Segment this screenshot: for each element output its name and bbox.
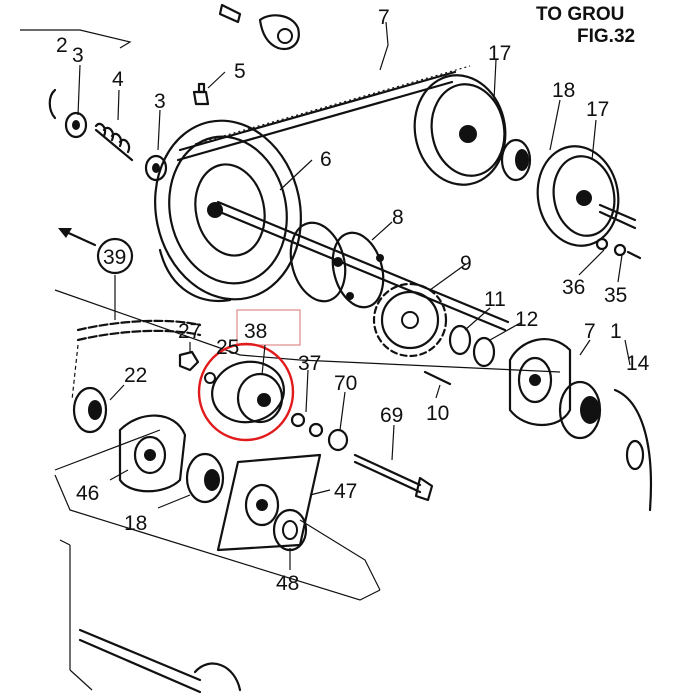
callout-8: 8 [392,206,404,229]
part-17-pulley-left [413,74,507,186]
part-3-washer [64,111,88,139]
part-46-flange [118,414,187,493]
part-18b-bearing [185,452,225,504]
part-6-pulley [154,119,302,302]
frame-lines [20,29,561,691]
callout-14: 14 [626,352,650,375]
part-shaft-top [218,3,300,51]
callout-3a: 3 [72,44,84,67]
callout-22: 22 [124,364,147,387]
callout-5: 5 [234,60,246,83]
callout-7a: 7 [378,6,390,29]
part-38-idler [204,360,285,424]
callout-12: 12 [515,308,538,331]
callout-4: 4 [112,68,124,91]
part-17-pulley-right [536,145,637,247]
header-line2: FIG.32 [577,26,635,47]
bottom-shaft [78,628,242,694]
callout-36: 36 [562,276,585,299]
callout-1: 1 [610,320,622,343]
part-11-washer [448,324,472,356]
part-39-chain [71,275,202,401]
callout-9: 9 [460,252,472,275]
part-10-pin [423,370,452,386]
callout-27: 27 [178,320,201,343]
callout-3b: 3 [154,90,166,113]
callout-25: 25 [216,336,239,359]
part-5-grease-fitting [192,82,210,106]
callout-46: 46 [76,482,99,505]
callout-6: 6 [320,148,332,171]
callout-17a: 17 [488,42,511,65]
leader-lines [77,21,631,570]
callout-39: 39 [103,246,126,269]
part-18-bearing [500,138,532,182]
part-12-washer [472,336,496,368]
part-39-arrow [58,228,97,247]
highlight-box [236,309,301,346]
part-2-washer [48,88,57,120]
part-9-sprocket [372,282,448,358]
callout-47: 47 [334,480,357,503]
part-7-1-flange-bearing [508,338,572,427]
part-14-bearing [558,380,602,440]
part-22-bearing [72,386,108,434]
part-8-coupling [289,221,385,309]
part-48-washer [272,508,308,552]
part-37-spacer [290,412,324,438]
callout-18a: 18 [552,79,575,102]
right-housing-edge [613,388,652,512]
callout-48: 48 [276,572,299,595]
callout-38: 38 [244,320,267,343]
callout-2: 2 [56,34,68,57]
part-36-35-washers [595,237,642,260]
part-7-belt [176,65,471,162]
callout-17b: 17 [586,98,609,121]
part-27-nut [178,350,200,372]
callout-37: 37 [298,352,321,375]
center-shaft [213,200,510,332]
callout-35: 35 [604,284,627,307]
part-3b-washer [144,154,168,182]
callout-39-circle [96,237,134,275]
callout-10: 10 [426,402,449,425]
highlight-circle [197,342,295,442]
part-70-washer [327,428,349,452]
callout-70: 70 [334,372,357,395]
header-line1: TO GROU [536,4,624,25]
callout-11: 11 [484,288,506,311]
part-4-spring [94,122,134,162]
callout-18b: 18 [124,512,147,535]
part-69-bolt [353,453,434,502]
callout-7b: 7 [584,320,596,343]
callout-69: 69 [380,404,403,427]
